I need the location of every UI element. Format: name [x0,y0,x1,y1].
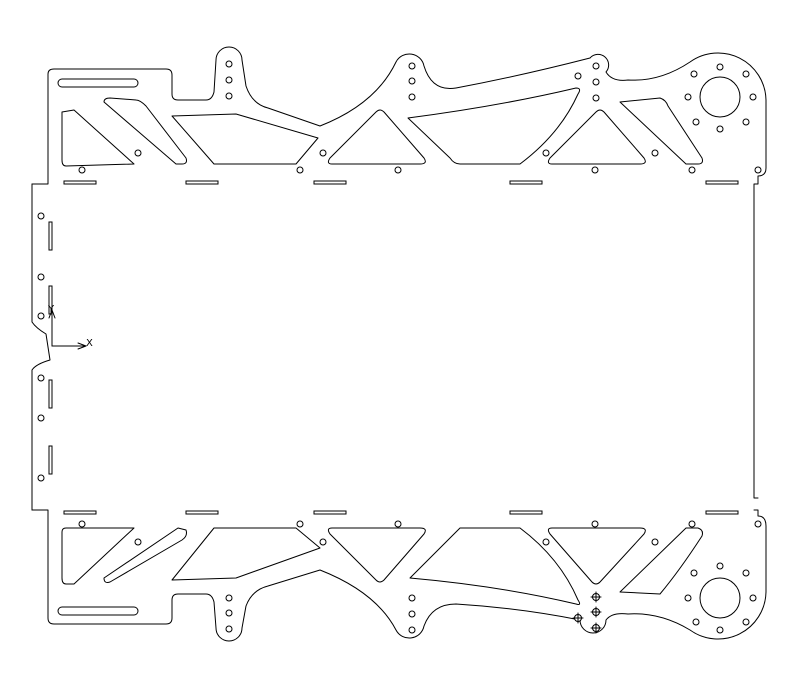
pocket-b5 [409,527,581,605]
pocket-t3 [171,113,319,165]
top-slot-2 [185,180,219,185]
bottom-long-slot [57,606,139,616]
top-slot-5 [705,180,739,185]
pocket-t7 [619,97,703,165]
ucs-y-label: Y [47,304,55,315]
rail-slots [48,180,739,515]
bottom-slot-5 [705,510,739,515]
pocket-t2 [103,97,187,165]
bottom-slot-3 [313,510,347,515]
top-pockets [57,78,703,167]
left-slot-3 [48,379,53,409]
pocket-b1 [61,527,135,585]
left-slot-1 [48,221,53,251]
top-slot-4 [509,180,543,185]
left-slot-4 [48,445,53,475]
bottom-slot-1 [63,510,97,515]
ucs-icon: X Y [47,304,93,350]
crosshair-hole-3 [572,612,584,624]
ucs-x-arrow [77,342,87,350]
bottom-bearing-bore [699,577,741,619]
pocket-t6 [547,109,646,165]
pocket-t5 [407,87,581,165]
mounting-holes [37,60,762,634]
bottom-slot-4 [509,510,543,515]
top-slot-1 [63,180,97,185]
pocket-b7 [619,527,703,595]
bottom-pockets [57,527,703,616]
crosshair-hole-1 [590,591,602,603]
ucs-x-label: X [86,338,93,349]
ucs-y-arrow [48,309,56,319]
top-rail-outline [31,46,767,499]
pocket-t1 [61,109,135,167]
top-slot-3 [313,180,347,185]
pocket-b6 [547,527,646,585]
pocket-b3 [171,527,321,581]
crosshair-hole-2 [590,606,602,618]
crosshair-holes [572,591,602,634]
top-long-slot [57,78,139,88]
top-bearing-bore [699,76,741,118]
bottom-rail-outline [31,509,767,642]
pocket-b2 [103,527,187,583]
crosshair-hole-4 [590,622,602,634]
bottom-slot-2 [185,510,219,515]
pocket-t4 [327,109,426,165]
pocket-b4 [327,527,426,583]
left-edge-outline [31,183,51,511]
